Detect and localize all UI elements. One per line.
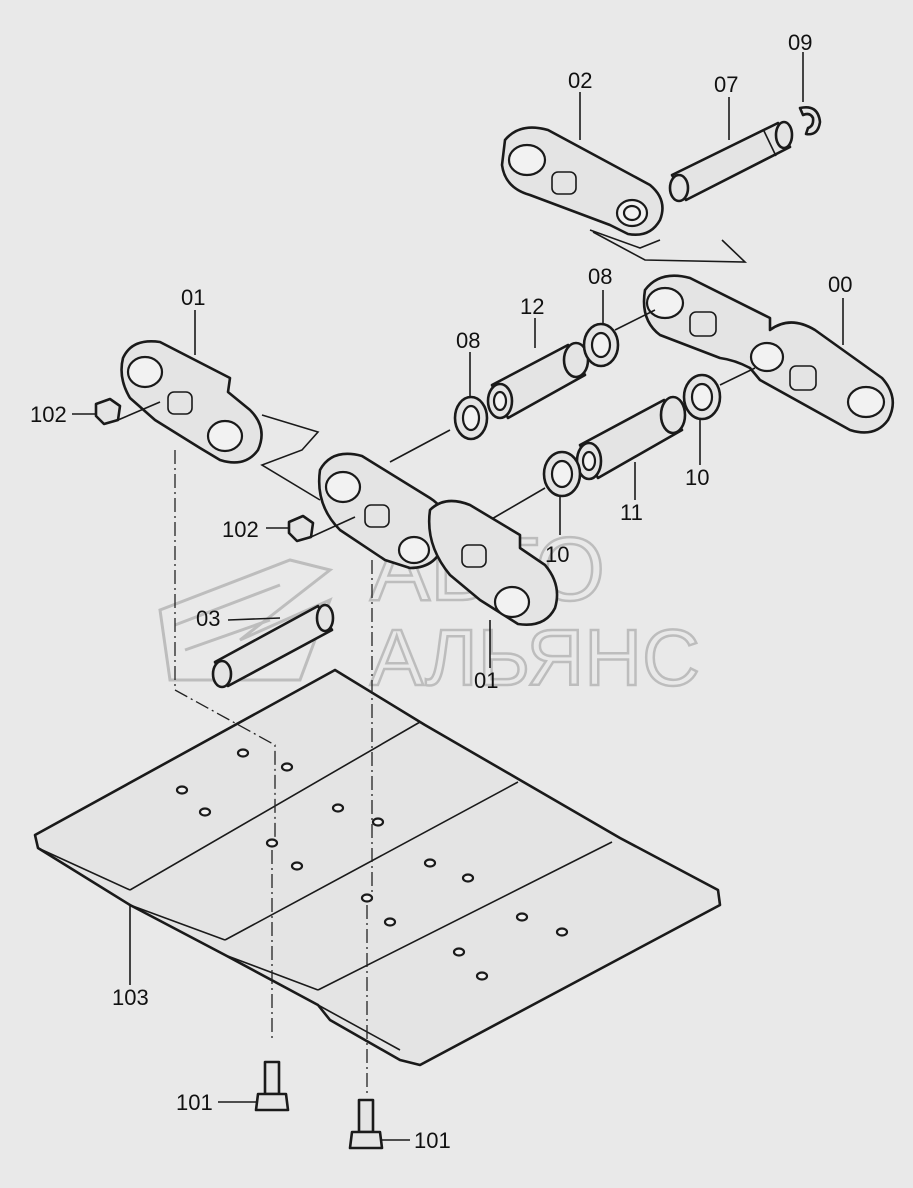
link-01-middle xyxy=(317,452,448,570)
label-102-lower: 102 xyxy=(222,517,259,542)
label-08-upper: 08 xyxy=(588,264,612,289)
assembly-lines xyxy=(174,450,373,1095)
plate-holes xyxy=(175,748,569,981)
pin-07 xyxy=(668,120,794,203)
bushing-12 xyxy=(486,341,590,420)
label-leaders xyxy=(72,52,844,1141)
pin-03 xyxy=(211,603,335,689)
label-11: 11 xyxy=(620,500,643,525)
leader-lines xyxy=(389,309,756,521)
label-09: 09 xyxy=(788,30,812,55)
snap-ring-09 xyxy=(798,106,822,136)
nut-102-lower xyxy=(287,514,356,543)
label-03: 03 xyxy=(196,606,220,631)
label-101-right: 101 xyxy=(414,1128,451,1153)
label-102-upper: 102 xyxy=(30,402,67,427)
link-01-lower xyxy=(427,499,559,626)
seal-08-upper xyxy=(582,322,620,368)
label-10-middle: 10 xyxy=(545,542,569,567)
label-01-lower: 01 xyxy=(474,668,498,693)
label-103: 103 xyxy=(112,985,149,1010)
label-02: 02 xyxy=(568,68,592,93)
label-00: 00 xyxy=(828,272,852,297)
part-labels: 02 07 09 01 00 08 12 08 102 10 11 102 10… xyxy=(30,30,852,1153)
bolt-101-left xyxy=(254,1060,290,1112)
seal-10-middle xyxy=(542,450,582,498)
bolt-101-right xyxy=(348,1098,384,1150)
label-101-left: 101 xyxy=(176,1090,213,1115)
label-07: 07 xyxy=(714,72,738,97)
label-10-right: 10 xyxy=(685,465,709,490)
bushing-11 xyxy=(575,395,687,481)
link-01-upper xyxy=(120,340,321,501)
seal-10-right xyxy=(682,373,722,421)
label-12: 12 xyxy=(520,294,544,319)
label-08-lower: 08 xyxy=(456,328,480,353)
seal-08-lower xyxy=(453,395,489,441)
label-01-upper: 01 xyxy=(181,285,205,310)
link-00 xyxy=(642,274,895,434)
nut-102-upper xyxy=(94,397,161,426)
watermark-line2: АЛЬЯНС xyxy=(370,613,700,702)
link-02 xyxy=(500,126,748,263)
